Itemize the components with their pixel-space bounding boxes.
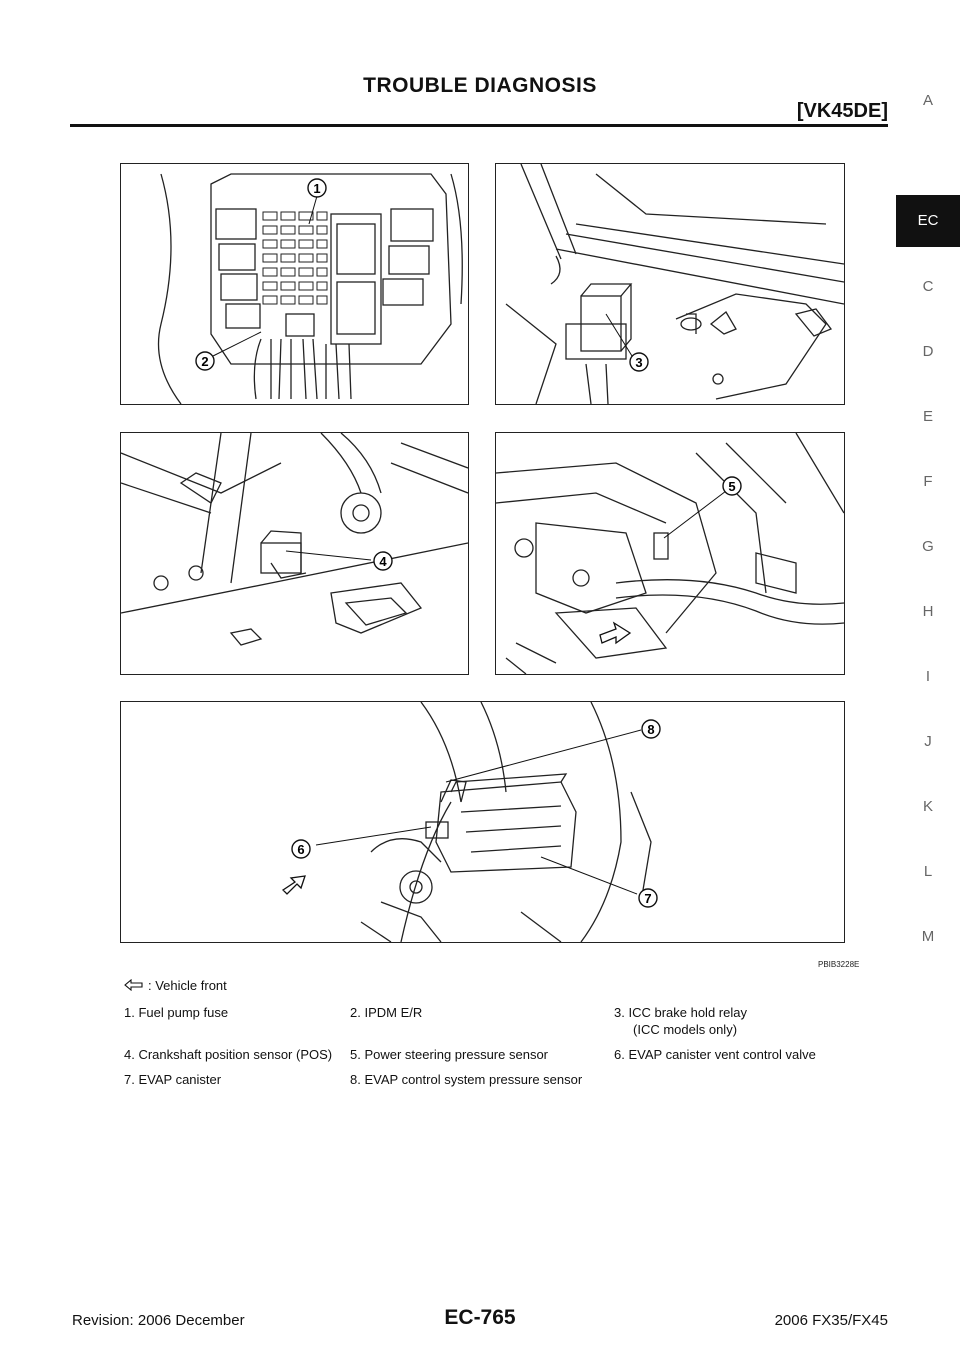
legend-item-4: 4. Crankshaft position sensor (POS) — [124, 1047, 333, 1062]
engine-code: [VK45DE] — [796, 100, 888, 122]
figure-panel-crankshaft-sensor: 4 — [120, 432, 469, 675]
section-tab-ec[interactable]: EC — [896, 195, 960, 247]
evap-canister-illustration — [281, 702, 652, 942]
figure-panel-power-steering-sensor: 5 — [495, 432, 845, 675]
header-divider — [70, 124, 888, 127]
crankshaft-sensor-illustration — [121, 433, 468, 646]
legend-item-7: 7. EVAP canister — [124, 1072, 222, 1087]
section-tab-a[interactable]: A — [922, 92, 933, 109]
section-tab-k[interactable]: K — [922, 798, 933, 815]
legend-item-1: 1. Fuel pump fuse — [124, 1005, 229, 1020]
component-legend: 1. Fuel pump fuse 2. IPDM E/R 3. ICC bra… — [124, 1004, 884, 1096]
relay-illustration — [505, 164, 844, 404]
legend-item-6: 6. EVAP canister vent control valve — [614, 1047, 816, 1062]
section-tab-h[interactable]: H — [922, 603, 934, 620]
legend-item-2: 2. IPDM E/R — [350, 1005, 423, 1020]
footer-model: 2006 FX35/FX45 — [774, 1312, 888, 1329]
page-title: TROUBLE DIAGNOSIS — [363, 74, 597, 97]
legend-item-5: 5. Power steering pressure sensor — [350, 1047, 548, 1062]
figure-panel-fuse-block: 1 2 — [120, 163, 469, 405]
section-tab-l[interactable]: L — [923, 863, 933, 880]
footer-page-number: EC-765 — [444, 1306, 516, 1329]
legend-row: 4. Crankshaft position sensor (POS) 5. P… — [124, 1046, 884, 1071]
section-tab-g[interactable]: G — [922, 538, 934, 555]
figure-id: PBIB3228E — [818, 960, 860, 969]
legend-vehicle-front: : Vehicle front — [124, 978, 227, 994]
vehicle-front-label: : Vehicle front — [148, 978, 227, 993]
legend-row: 7. EVAP canister 8. EVAP control system … — [124, 1071, 884, 1096]
legend-item-3: 3. ICC brake hold relay(ICC models only) — [614, 1005, 747, 1037]
section-tab-c[interactable]: C — [922, 278, 934, 295]
figure-panel-evap-canister: 8 6 7 — [120, 701, 845, 943]
section-tab-e[interactable]: E — [922, 408, 933, 425]
section-tab-i[interactable]: I — [925, 668, 931, 685]
figure-panel-relay: 3 — [495, 163, 845, 405]
section-tab-m[interactable]: M — [921, 928, 935, 945]
footer-revision: Revision: 2006 December — [72, 1312, 245, 1329]
section-tab-j[interactable]: J — [924, 733, 932, 750]
fuse-block-illustration — [157, 173, 463, 404]
legend-item-8: 8. EVAP control system pressure sensor — [350, 1072, 583, 1087]
section-tab-d[interactable]: D — [922, 343, 934, 360]
power-steering-sensor-illustration — [496, 433, 844, 674]
section-tab-f[interactable]: F — [923, 473, 933, 490]
legend-row: 1. Fuel pump fuse 2. IPDM E/R 3. ICC bra… — [124, 1004, 884, 1046]
vehicle-front-arrow-icon — [124, 978, 144, 994]
